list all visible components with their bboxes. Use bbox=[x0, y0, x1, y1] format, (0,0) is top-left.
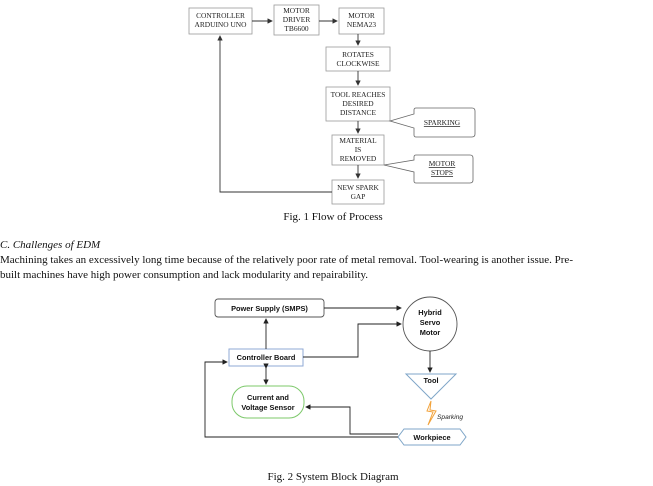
section-body-line-2: built machines have high power consumpti… bbox=[0, 269, 368, 281]
arrow-feedback-loop bbox=[217, 35, 332, 193]
material-label-1: MATERIAL bbox=[339, 136, 377, 145]
controller-box bbox=[188, 7, 253, 35]
controller-label-1: CONTROLLER bbox=[196, 11, 245, 20]
tool-reaches-label-2: DESIRED bbox=[342, 99, 374, 108]
servo-motor-label-2: Servo bbox=[420, 318, 441, 327]
driver-label-2: DRIVER bbox=[283, 15, 311, 24]
sparking-callout bbox=[388, 107, 476, 138]
motor-stops-label-2: STOPS bbox=[431, 168, 453, 177]
servo-motor-circle bbox=[402, 296, 458, 352]
arrow-controller-motor bbox=[303, 321, 402, 358]
section-body-line-1: Machining takes an excessively long time… bbox=[0, 254, 573, 266]
servo-motor-label-1: Hybrid bbox=[418, 308, 442, 317]
material-label-3: REMOVED bbox=[340, 154, 377, 163]
fig2-caption: Fig. 2 System Block Diagram bbox=[267, 471, 399, 483]
driver-box bbox=[273, 4, 320, 36]
rotates-label-2: CLOCKWISE bbox=[336, 59, 380, 68]
tool-triangle bbox=[404, 373, 458, 400]
material-label-2: IS bbox=[355, 145, 362, 154]
workpiece-label: Workpiece bbox=[413, 433, 450, 442]
sparking-callout-label: SPARKING bbox=[424, 118, 461, 127]
motor-stops-label-1: MOTOR bbox=[429, 159, 456, 168]
controller-board-label: Controller Board bbox=[237, 353, 296, 362]
power-supply-label: Power Supply (SMPS) bbox=[231, 304, 308, 313]
rotates-box bbox=[325, 46, 391, 72]
rotates-label-1: ROTATES bbox=[342, 50, 374, 59]
section-heading: C. Challenges of EDM bbox=[0, 239, 101, 251]
spark-gap-box bbox=[331, 179, 385, 205]
arrow-workpiece-controller bbox=[204, 359, 398, 438]
tool-reaches-label-1: TOOL REACHES bbox=[331, 90, 386, 99]
servo-motor-label-3: Motor bbox=[420, 328, 441, 337]
power-supply-box bbox=[214, 298, 325, 318]
tool-reaches-label-3: DISTANCE bbox=[340, 108, 376, 117]
driver-label-1: MOTOR bbox=[283, 6, 310, 15]
arrow-workpiece-sensor bbox=[305, 404, 398, 435]
workpiece-box bbox=[397, 428, 467, 446]
sensor-label-2: Voltage Sensor bbox=[241, 403, 294, 412]
driver-label-3: TB6600 bbox=[284, 24, 309, 33]
motor-box bbox=[338, 7, 385, 35]
spark-gap-label-1: NEW SPARK bbox=[337, 183, 379, 192]
sensor-box bbox=[231, 385, 305, 419]
material-box bbox=[331, 134, 385, 166]
controller-label-2: ARDUINO UNO bbox=[195, 20, 248, 29]
sensor-label-1: Current and bbox=[247, 393, 289, 402]
tool-label: Tool bbox=[423, 376, 438, 385]
spark-icon bbox=[426, 400, 437, 426]
fig1-flowchart: CONTROLLER ARDUINO UNO MOTOR DRIVER TB66… bbox=[188, 4, 476, 223]
spark-gap-label-2: GAP bbox=[351, 192, 366, 201]
controller-board-box bbox=[228, 348, 304, 367]
sparking-label: Sparking bbox=[437, 414, 463, 421]
motor-label-2: NEMA23 bbox=[347, 20, 376, 29]
fig1-caption: Fig. 1 Flow of Process bbox=[283, 211, 382, 223]
motor-label-1: MOTOR bbox=[348, 11, 375, 20]
motor-stops-callout bbox=[383, 154, 474, 184]
